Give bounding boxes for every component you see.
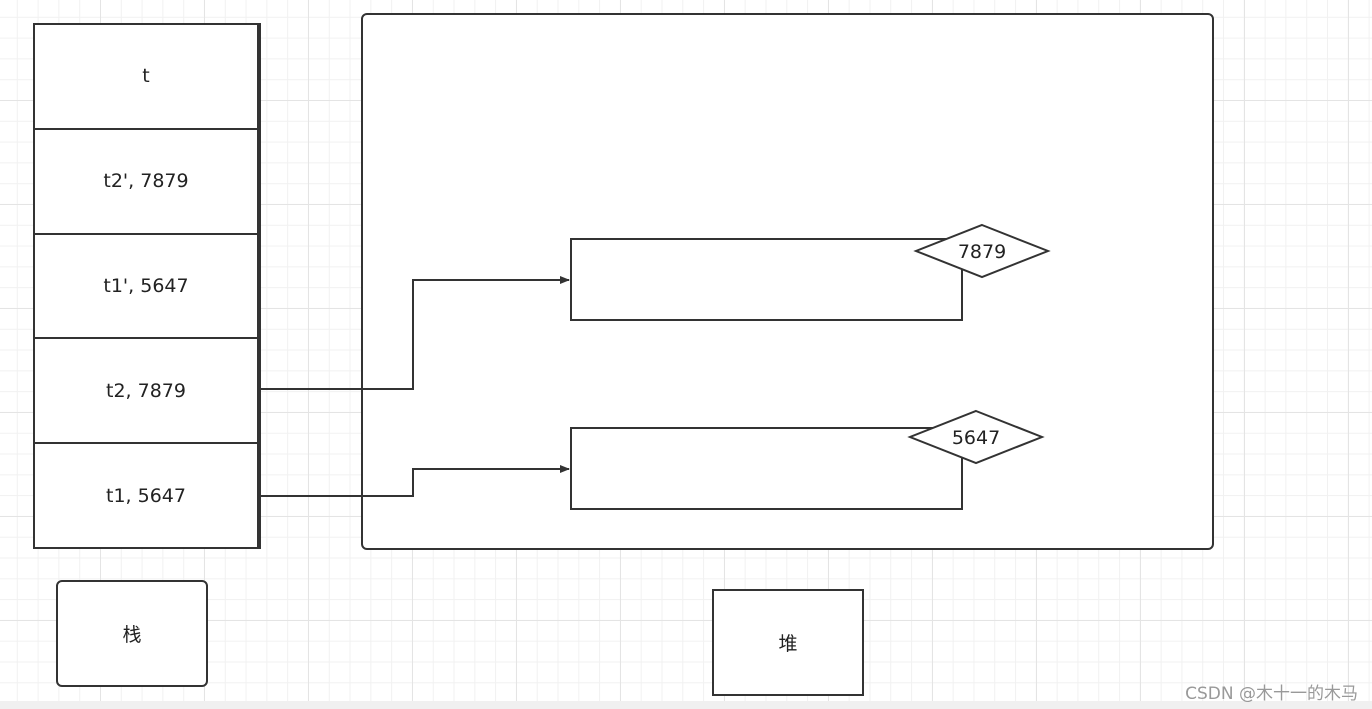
heap-object-tag-text-5647: 5647 [952, 427, 1000, 449]
stack-cell-t1: t1, 5647 [35, 442, 257, 547]
stack-container: t t2', 7879 t1', 5647 t2, 7879 t1, 5647 [33, 23, 261, 549]
stack-cell-t: t [142, 65, 150, 88]
heap-object-5647 [570, 427, 963, 510]
stack-label: 栈 [56, 580, 208, 687]
arrow-t2-to-7879 [259, 276, 570, 390]
heap-object-tag-text-7879: 7879 [958, 241, 1006, 263]
heap-object-tag-5647 [907, 409, 1045, 465]
stack-cell-t2: t2, 7879 [35, 337, 257, 442]
watermark: CSDN @木十一的木马 [1185, 684, 1358, 704]
heap-label: 堆 [712, 589, 864, 696]
arrow-t1-to-5647 [259, 465, 570, 497]
stack-cell-t1-prime: t1', 5647 [35, 232, 257, 338]
heap-object-7879 [570, 238, 963, 321]
bottom-bar [0, 701, 1372, 709]
heap-object-tag-7879 [913, 223, 1051, 279]
stack-cell-t2-prime: t2', 7879 [35, 127, 257, 233]
